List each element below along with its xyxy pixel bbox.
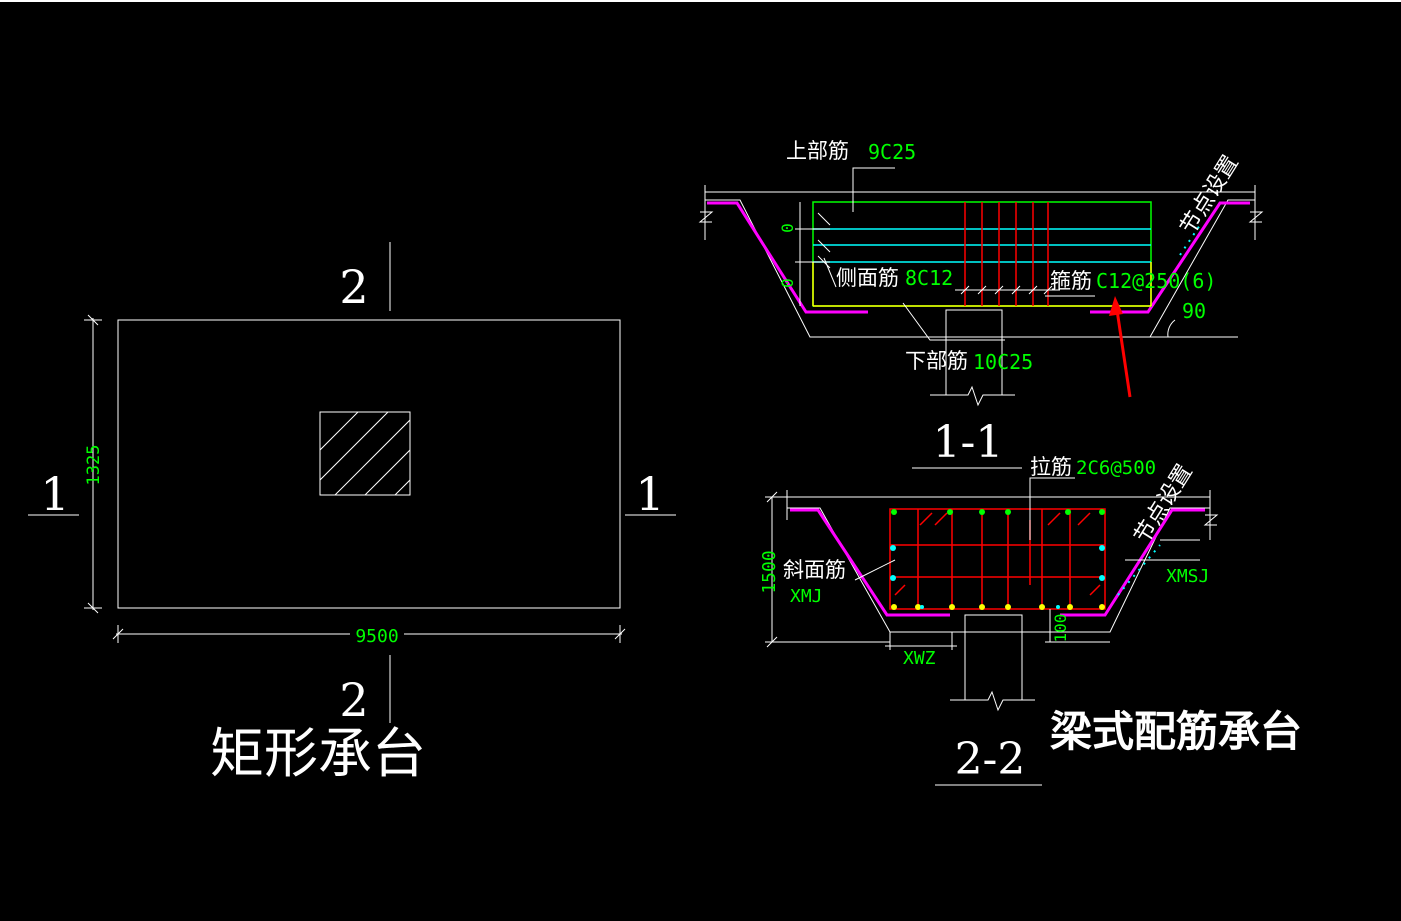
s22-rebar-grid xyxy=(889,508,1106,610)
s22-bent-bar-right xyxy=(1060,508,1205,617)
s22-tie-label: 拉筋 xyxy=(1030,455,1072,479)
s11-node-label: 节点设置 xyxy=(1176,151,1244,239)
s11-bent-bar-right xyxy=(1090,201,1250,314)
s11-red-arrow xyxy=(1115,309,1132,398)
s11-side-bar-label: 侧面筋 xyxy=(836,266,899,290)
s22-node-dots xyxy=(1117,544,1161,596)
section-1-left-label: 1 xyxy=(40,467,69,521)
s11-stirrups xyxy=(964,202,1049,306)
s11-bottom-bar-label: 下部筋 xyxy=(905,349,968,373)
s22-column-break xyxy=(950,690,1035,712)
s22-slope-label: 斜面筋 xyxy=(783,558,846,582)
s22-xwz: XWZ xyxy=(903,648,936,669)
plan-view: 1325 9500 2 2 1 1 矩形承台 xyxy=(28,242,676,785)
s11-stirrup-value: C12@250(6) xyxy=(1096,269,1216,293)
section-2-top-label: 2 xyxy=(339,260,368,314)
s22-bent-bar-left xyxy=(790,508,950,617)
beam-cap-title: 梁式配筋承台 xyxy=(1050,707,1302,756)
dim-width-text: 9500 xyxy=(355,626,398,647)
s22-outline xyxy=(787,507,1210,633)
dim-height xyxy=(84,314,102,614)
dim-height-text: 1325 xyxy=(84,445,104,486)
s22-slope-value: XMJ xyxy=(790,586,823,607)
section-2-bottom-label: 2 xyxy=(339,673,368,727)
s11-outline xyxy=(705,199,1255,338)
s11-column-break xyxy=(930,385,1015,407)
s11-angle-value: 90 xyxy=(1182,299,1206,323)
section-1-1: 0 0 上部筋 9C25 侧面筋 8C12 箍筋 C12@250(6) 下部筋 … xyxy=(698,139,1264,469)
s22-title: 2-2 xyxy=(955,734,1026,785)
s22-tie-value: 2C6@500 xyxy=(1076,457,1156,479)
s22-cover-value: 100 xyxy=(1051,614,1070,643)
s11-top-bar-value: 9C25 xyxy=(868,140,916,164)
column-hatch xyxy=(319,411,411,496)
s22-bar-dots xyxy=(890,509,1105,610)
s11-top-bar-label: 上部筋 xyxy=(786,139,849,163)
s22-depth-value: 1500 xyxy=(759,550,780,593)
s11-stirrup-label: 箍筋 xyxy=(1050,269,1092,293)
cap-outline xyxy=(117,319,621,609)
plan-title: 矩形承台 xyxy=(210,722,426,785)
s11-zero-b: 0 xyxy=(778,278,797,288)
s11-zero-a: 0 xyxy=(778,223,797,233)
s11-bent-bar-left xyxy=(707,201,868,314)
s22-xmsj: XMSJ xyxy=(1166,566,1209,587)
s11-side-bar-value: 8C12 xyxy=(905,266,953,290)
section-1-right-label: 1 xyxy=(635,467,664,521)
s11-title: 1-1 xyxy=(933,417,1004,468)
s11-bottom-bar-value: 10C25 xyxy=(973,350,1033,374)
